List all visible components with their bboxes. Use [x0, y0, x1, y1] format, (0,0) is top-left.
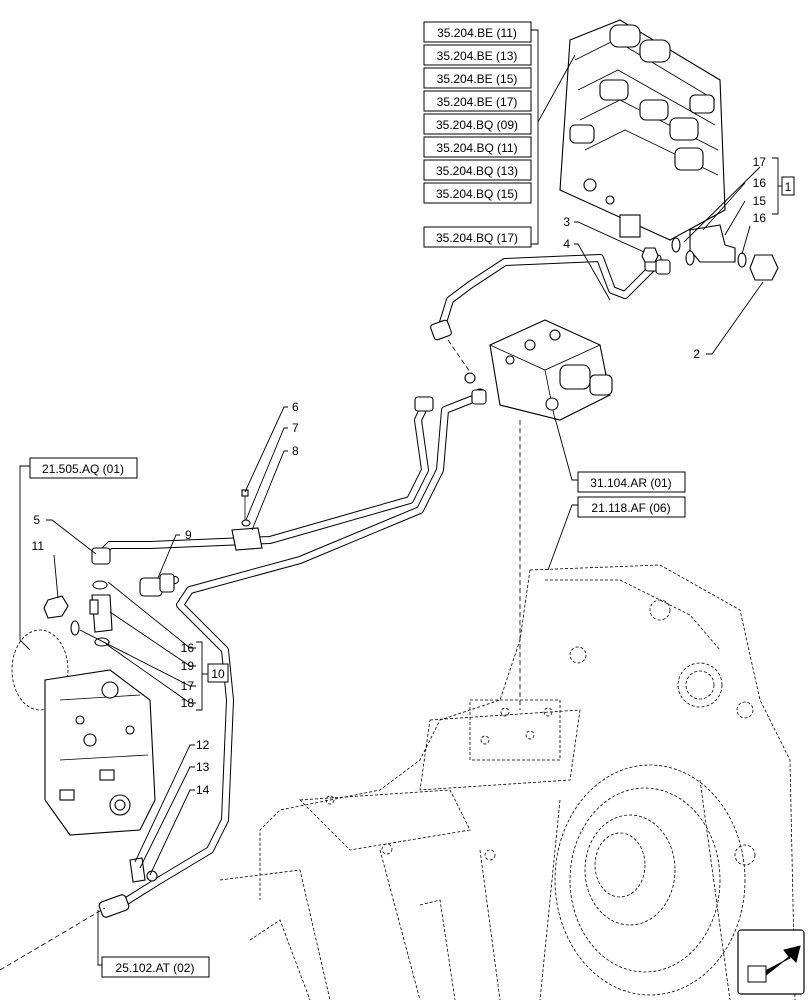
ref-box-7	[423, 159, 532, 181]
callout-17-top: 17	[753, 155, 767, 169]
callout-8: 8	[292, 444, 299, 458]
callout-4: 4	[563, 237, 570, 251]
ref-valve: 31.104.AR (01)	[590, 476, 671, 490]
ref-text-1: 35.204.BE (11)	[437, 26, 517, 40]
group-box-1	[781, 176, 795, 196]
ref-box-valve	[577, 471, 686, 493]
transmission-housing	[219, 564, 796, 1000]
ref-text-5: 35.204.BQ (09)	[436, 118, 518, 132]
callout-10: 10	[211, 667, 225, 681]
ref-box-bottom	[101, 956, 210, 978]
ref-box-5	[423, 113, 532, 135]
ref-box-1	[423, 21, 532, 43]
callout-7: 7	[292, 421, 299, 435]
callout-9: 9	[185, 528, 192, 542]
ref-box-2	[423, 44, 532, 66]
ref-housing: 21.118.AF (06)	[591, 501, 670, 515]
group-box-10	[207, 663, 229, 683]
ref-box-4	[423, 90, 532, 112]
pump-assembly	[11, 629, 156, 836]
callout-16-top-b: 16	[753, 211, 767, 225]
leader-lines	[0, 29, 782, 971]
fittings	[43, 224, 779, 918]
ref-left-group: 21.505.AQ (01)	[42, 462, 124, 476]
ref-text-9: 35.204.BQ (17)	[436, 231, 518, 245]
ref-box-3	[423, 67, 532, 89]
callout-5: 5	[33, 513, 40, 527]
ref-text-7: 35.204.BQ (13)	[436, 164, 518, 178]
auxiliary-valve-block	[464, 319, 613, 421]
callout-16-top-a: 16	[753, 176, 767, 190]
ref-text-4: 35.204.BE (17)	[437, 95, 518, 109]
ref-box-6	[423, 136, 532, 158]
arrow-nav-icon[interactable]	[737, 929, 805, 995]
control-valve-stack	[559, 19, 726, 241]
reference-stack: 35.204.BE (11) 35.204.BE (13) 35.204.BE …	[423, 21, 532, 248]
ref-text-3: 35.204.BE (15)	[437, 72, 518, 86]
callout-16-left: 16	[181, 641, 195, 655]
ref-box-8	[423, 182, 532, 204]
alignment-line-2	[447, 339, 471, 373]
callout-19-left: 19	[181, 659, 195, 673]
ref-text-8: 35.204.BQ (15)	[436, 187, 518, 201]
ref-box-left-group	[29, 457, 138, 479]
callout-13: 13	[196, 760, 210, 774]
callout-numbers: 17 16 15 16 2 3 4 6 7 8 9 5 11 16 19 17 …	[32, 155, 767, 797]
ref-text-2: 35.204.BE (13)	[437, 49, 518, 63]
callout-11: 11	[32, 539, 45, 553]
ref-box-9	[423, 226, 532, 248]
callout-3: 3	[563, 215, 570, 229]
callout-18-left: 18	[181, 696, 195, 710]
ref-bottom: 25.102.AT (02)	[116, 961, 195, 975]
callout-17-left: 17	[181, 679, 195, 693]
callout-12: 12	[196, 738, 210, 752]
callout-14: 14	[196, 783, 210, 797]
callout-1: 1	[785, 180, 792, 194]
callout-6: 6	[292, 400, 299, 414]
ref-text-6: 35.204.BQ (11)	[436, 141, 517, 155]
callout-15-top: 15	[753, 194, 767, 208]
callout-2: 2	[693, 347, 700, 361]
ref-box-housing	[577, 496, 686, 518]
